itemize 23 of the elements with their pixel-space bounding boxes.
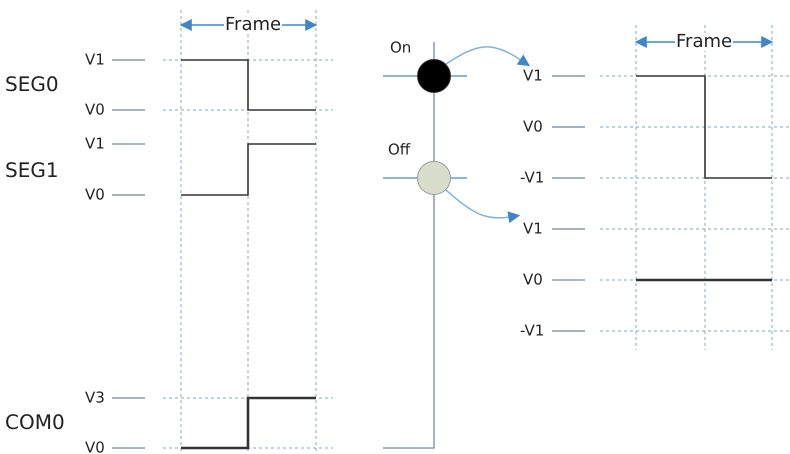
voltage-level-label: V1 xyxy=(523,68,543,84)
voltage-level-label: V3 xyxy=(85,390,105,406)
voltage-level-label: V0 xyxy=(85,440,105,454)
signal-name: COM0 xyxy=(5,412,65,432)
voltage-level-label: V1 xyxy=(85,136,105,152)
voltage-level-label: -V1 xyxy=(520,170,544,186)
signal-name: SEG1 xyxy=(5,160,59,180)
voltage-level-label: V0 xyxy=(523,272,543,288)
state-label: On xyxy=(390,40,412,56)
circle-marker xyxy=(417,59,451,93)
circle-marker xyxy=(417,161,451,195)
voltage-level-label: V0 xyxy=(523,120,543,134)
voltage-level-label: V1 xyxy=(523,222,543,236)
arrow xyxy=(446,189,520,224)
arrow xyxy=(446,46,530,66)
voltage-level-label: V1 xyxy=(85,52,105,68)
frame-label: Frame xyxy=(675,33,734,51)
state-label: Off xyxy=(388,142,410,158)
voltage-level-label: -V1 xyxy=(520,324,544,338)
signal-name: SEG0 xyxy=(5,74,59,94)
voltage-level-label: V0 xyxy=(85,188,105,202)
voltage-level-label: V0 xyxy=(85,102,105,118)
frame-label: Frame xyxy=(224,16,282,34)
